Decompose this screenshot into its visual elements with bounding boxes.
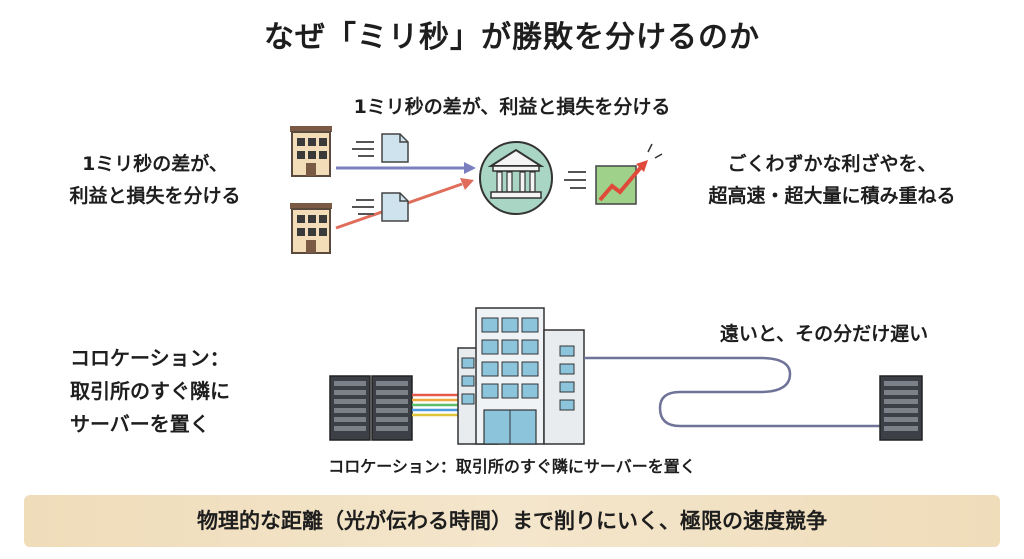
colocation-label-line2: 取引所のすぐ隣に	[70, 379, 230, 403]
bank-icon	[479, 141, 553, 215]
summary-banner-text: 物理的な距離（光が伝わる時間）まで削りにいく、極限の速度競争	[197, 509, 827, 533]
exchange-building-icon	[457, 307, 585, 445]
document-icon	[352, 192, 409, 222]
summary-banner	[24, 495, 1000, 547]
colocation-label: コロケーション： 取引所のすぐ隣に サーバーを置く	[70, 342, 280, 441]
colocation-caption: コロケーション：取引所のすぐ隣にサーバーを置く	[328, 457, 696, 476]
office-building-icon	[290, 126, 332, 177]
office-building-icon	[290, 203, 332, 254]
profit-label-line1: ごくわずかな利ざやを、	[727, 153, 937, 175]
long-cable	[584, 356, 880, 428]
slow-arrowhead	[460, 178, 474, 190]
latency-label-line1: 1ミリ秒の差が、	[82, 153, 228, 175]
document-icon	[352, 133, 409, 163]
distance-label: 遠いと、その分だけ遅い	[719, 323, 929, 345]
page-title: なぜ「ミリ秒」が勝敗を分けるのか	[264, 20, 760, 55]
rising-chart-icon	[564, 143, 663, 205]
profit-label-line2: 超高速・超大量に積み重ねる	[708, 185, 956, 207]
latency-label-line2: 利益と損失を分ける	[69, 185, 241, 207]
latency-label: 1ミリ秒の差が、 利益と損失を分ける	[30, 148, 280, 212]
cable-icon	[412, 393, 460, 417]
profit-label: ごくわずかな利ざやを、 超高速・超大量に積み重ねる	[672, 148, 992, 212]
section-heading: 1ミリ秒の差が、利益と損失を分ける	[353, 96, 671, 118]
server-rack-icon	[329, 375, 413, 441]
remote-server-icon	[879, 375, 923, 441]
fast-arrowhead	[464, 162, 476, 174]
colocation-label-line3: サーバーを置く	[70, 412, 210, 436]
colocation-label-line1: コロケーション：	[70, 346, 230, 370]
